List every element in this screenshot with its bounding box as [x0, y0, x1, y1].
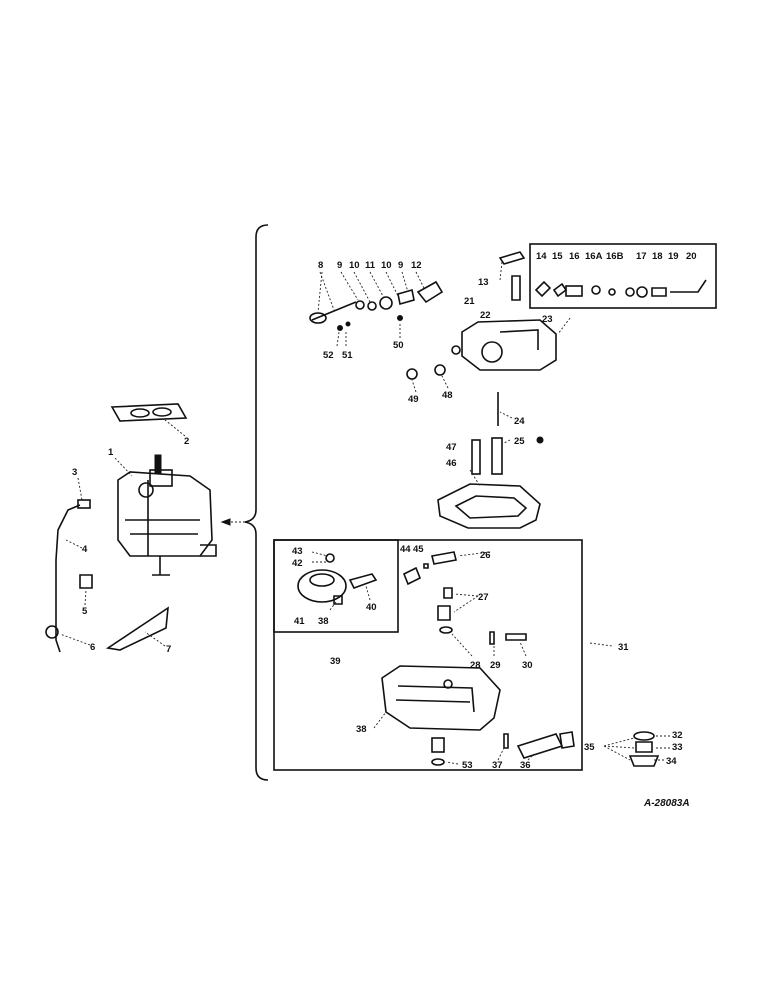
- callout-40: 40: [366, 602, 377, 613]
- callout-39: 39: [330, 656, 341, 667]
- callout-4: 4: [82, 544, 88, 555]
- callout-19: 19: [668, 251, 679, 262]
- float-bowl: [381, 665, 501, 731]
- callout-16b: 16B: [606, 251, 624, 262]
- callout-30: 30: [522, 660, 533, 671]
- drain-plug-parts: [603, 731, 670, 767]
- callout-41: 41: [294, 616, 305, 627]
- callout-2: 2: [184, 436, 189, 447]
- callout-10: 10: [349, 260, 360, 271]
- callout-49: 49: [408, 394, 419, 405]
- callout-22: 22: [480, 310, 491, 321]
- callout-17: 17: [636, 251, 647, 262]
- callout-13: 13: [478, 277, 489, 288]
- carburetor-body: [117, 471, 213, 557]
- swivel: [45, 625, 59, 639]
- mounting-bracket: [105, 606, 169, 651]
- callout-32: 32: [672, 730, 683, 741]
- callout-44: 44: [400, 544, 411, 555]
- callout-9: 9: [337, 260, 342, 271]
- group-bracket: [244, 224, 269, 781]
- callout-36: 36: [520, 760, 531, 771]
- callout-26: 26: [480, 550, 491, 561]
- callout-53: 53: [462, 760, 473, 771]
- callout-34: 34: [666, 756, 677, 767]
- drawing-reference: A-28083A: [643, 798, 690, 809]
- callout-52: 52: [323, 350, 334, 361]
- callout-6: 6: [90, 642, 95, 653]
- choke-rod: [55, 504, 81, 653]
- bowl-gasket: [437, 483, 541, 529]
- callout-5: 5: [82, 606, 88, 617]
- callout-27: 27: [478, 592, 489, 603]
- needle-valve-parts: [534, 279, 707, 298]
- callout-46: 46: [446, 458, 457, 469]
- air-horn-body: [461, 319, 557, 371]
- callout-16a: 16A: [585, 251, 603, 262]
- callout-25: 25: [514, 436, 525, 447]
- throttle-lever: [416, 280, 444, 304]
- callout-42: 42: [292, 558, 303, 569]
- callout-3: 3: [72, 467, 77, 478]
- callout-labels: 1 2 3 4 5 6 7 8 9 10 11 10 9 12 13 14 15…: [72, 251, 697, 809]
- callout-7: 7: [166, 644, 171, 655]
- callout-1: 1: [108, 447, 114, 458]
- callout-8: 8: [318, 260, 323, 271]
- callout-45: 45: [413, 544, 424, 555]
- callout-31: 31: [618, 642, 629, 653]
- callout-10b: 10: [381, 260, 392, 271]
- inset-frame-upper: [529, 243, 717, 309]
- callout-16: 16: [569, 251, 580, 262]
- callout-15: 15: [552, 251, 563, 262]
- throttle-shaft: [311, 301, 357, 321]
- callout-38: 38: [318, 616, 329, 627]
- inset-frame-lower: [273, 539, 583, 771]
- callout-11: 11: [365, 260, 376, 271]
- callout-9b: 9: [398, 260, 403, 271]
- callout-23: 23: [542, 314, 553, 325]
- callout-14: 14: [536, 251, 547, 262]
- callout-47: 47: [446, 442, 457, 453]
- callout-43: 43: [292, 546, 303, 557]
- inset-frame-float: [273, 539, 399, 633]
- adjusting-screw: [516, 733, 564, 759]
- callout-29: 29: [490, 660, 501, 671]
- float-bowl-group: [297, 551, 575, 766]
- throttle-body-group: [309, 243, 717, 529]
- callout-51: 51: [342, 350, 353, 361]
- callout-33: 33: [672, 742, 683, 753]
- carburetor-assembly: [45, 403, 217, 653]
- callout-37: 37: [492, 760, 503, 771]
- callout-38b: 38: [356, 724, 367, 735]
- callout-12: 12: [411, 260, 422, 271]
- callout-28: 28: [470, 660, 481, 671]
- callout-24: 24: [514, 416, 525, 427]
- callout-20: 20: [686, 251, 697, 262]
- callout-18: 18: [652, 251, 663, 262]
- callout-50: 50: [393, 340, 404, 351]
- callout-21: 21: [464, 296, 475, 307]
- clip: [79, 574, 93, 589]
- float: [297, 569, 347, 603]
- flange-gasket: [110, 403, 188, 422]
- callout-35: 35: [584, 742, 595, 753]
- callout-48: 48: [442, 390, 453, 401]
